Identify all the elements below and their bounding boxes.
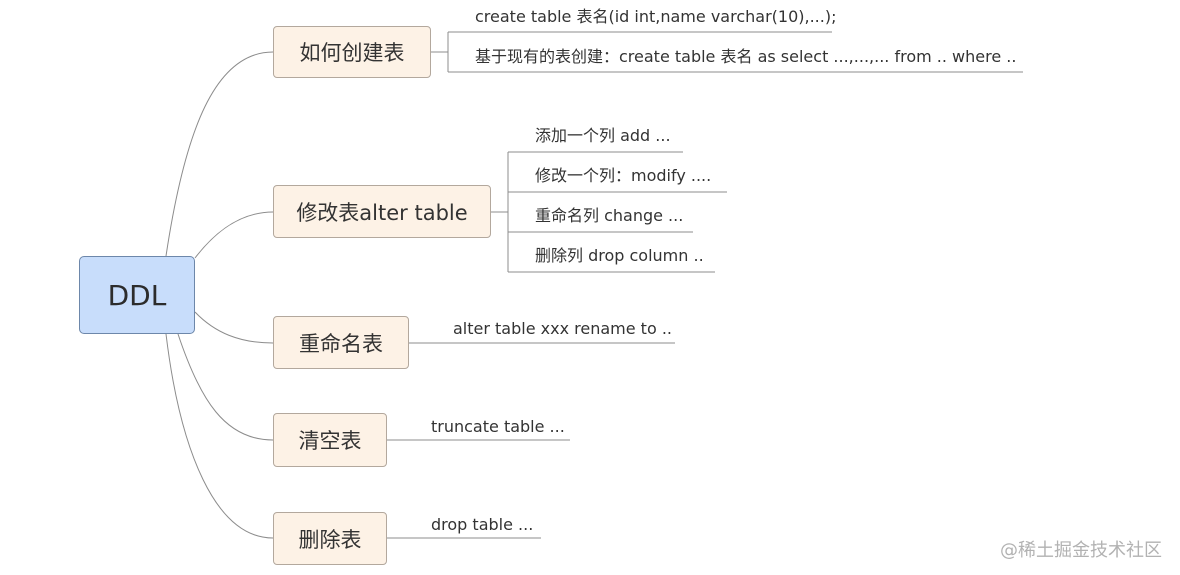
connector-root-to-alter <box>194 211 274 259</box>
root-node-label: DDL <box>107 278 167 312</box>
branch-node-rename-table[interactable]: 重命名表 <box>273 316 409 369</box>
leaf-alter-modify-column[interactable]: 修改一个列：modify .... <box>535 166 712 185</box>
connector-alter-children <box>491 152 509 272</box>
leaf-drop-table-syntax[interactable]: drop table ... <box>431 515 534 534</box>
leaf-alter-change-column[interactable]: 重命名列 change ... <box>535 206 684 225</box>
leaf-rename-table-syntax[interactable]: alter table xxx rename to .. <box>453 319 672 338</box>
connector-root-to-rename <box>194 311 274 344</box>
leaf-create-table-as-select[interactable]: 基于现有的表创建：create table 表名 as select ...,.… <box>475 47 1017 66</box>
connector-root-to-create <box>165 51 274 257</box>
branch-node-label: 修改表alter table <box>296 200 468 225</box>
branch-node-truncate-table[interactable]: 清空表 <box>273 413 387 467</box>
root-node-ddl[interactable]: DDL <box>79 256 195 334</box>
branch-node-drop-table[interactable]: 删除表 <box>273 512 387 565</box>
branch-node-label: 清空表 <box>298 429 362 453</box>
leaf-create-table-syntax[interactable]: create table 表名(id int,name varchar(10),… <box>475 7 837 26</box>
leaf-truncate-table-syntax[interactable]: truncate table ... <box>431 417 565 436</box>
branch-node-label: 重命名表 <box>299 331 383 356</box>
branch-node-label: 删除表 <box>298 527 362 552</box>
connector-root-to-truncate <box>177 333 274 441</box>
branch-node-create-table[interactable]: 如何创建表 <box>273 26 431 78</box>
connector-root-to-drop <box>165 333 274 539</box>
leaf-alter-add-column[interactable]: 添加一个列 add ... <box>535 126 671 145</box>
branch-node-alter-table[interactable]: 修改表alter table <box>273 185 491 238</box>
watermark: @稀土掘金技术社区 <box>1000 540 1162 561</box>
branch-node-label: 如何创建表 <box>299 41 405 65</box>
connector-create-children <box>431 32 449 72</box>
leaf-alter-drop-column[interactable]: 删除列 drop column .. <box>535 246 704 265</box>
